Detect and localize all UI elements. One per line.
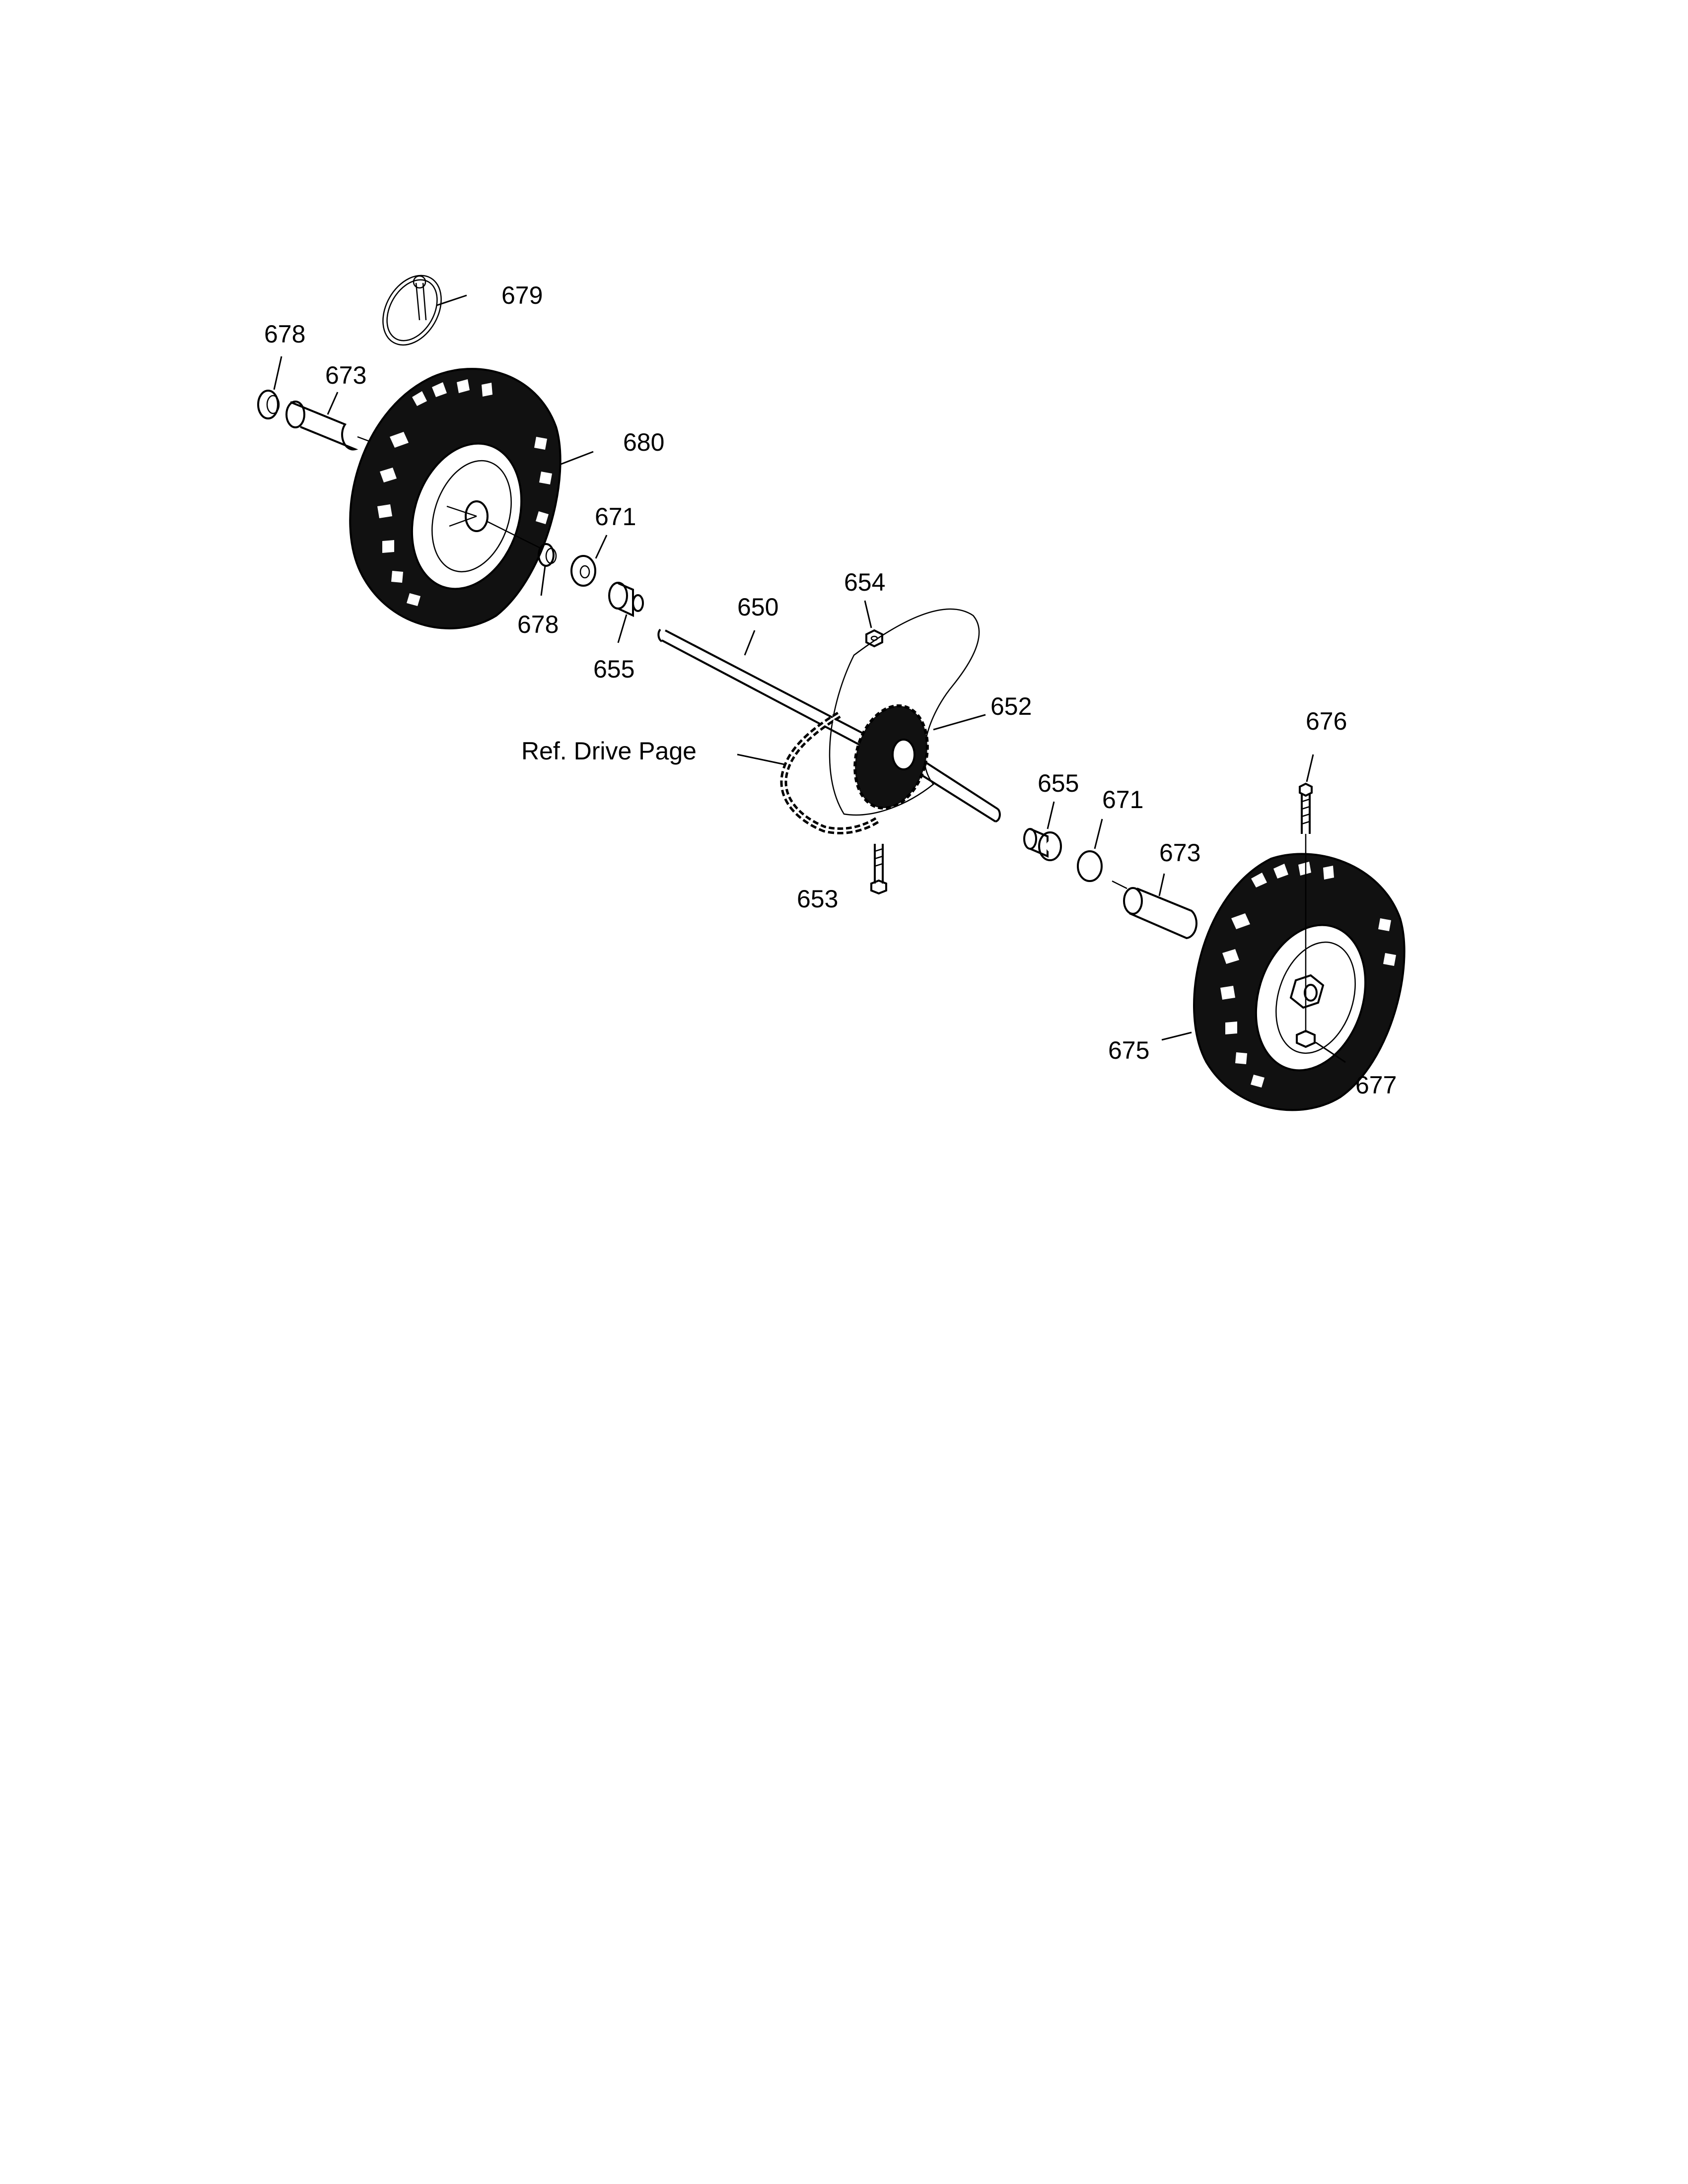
part-676-bolt (1299, 782, 1313, 1032)
callout-labels: 679 678 673 680 671 678 655 650 654 652 … (264, 281, 1397, 1099)
part-653-bolt (870, 844, 887, 895)
callout-650: 650 (737, 593, 778, 621)
part-655-bearing-left (608, 582, 644, 617)
callout-655-right: 655 (1038, 769, 1079, 797)
part-671-washer-left (570, 555, 596, 587)
part-652-sprocket (853, 704, 929, 810)
part-654-nut (865, 629, 883, 648)
callout-679: 679 (501, 281, 543, 309)
callout-655-left: 655 (593, 655, 634, 683)
callout-676: 676 (1306, 707, 1347, 735)
part-679-hitch-pin (382, 274, 442, 346)
leader-lines (273, 294, 1346, 1063)
part-671-washer-right (1077, 850, 1103, 882)
part-678-retaining-ring-hub (538, 543, 557, 567)
callout-680: 680 (623, 428, 664, 456)
part-680-left-wheel (349, 368, 562, 629)
part-677-nut (1296, 1029, 1316, 1048)
callout-675: 675 (1108, 1036, 1149, 1064)
callout-678-mid: 678 (517, 611, 559, 638)
callout-ref-drive-page: Ref. Drive Page (521, 737, 697, 765)
callout-652: 652 (990, 692, 1032, 720)
callout-654: 654 (844, 568, 885, 596)
drive-chain (780, 711, 881, 834)
part-655-bearing-right (1023, 828, 1062, 861)
part-673-spacer-right (1112, 880, 1197, 940)
callout-671-right: 671 (1102, 786, 1143, 814)
callout-671-left: 671 (595, 503, 636, 531)
callout-677: 677 (1355, 1071, 1397, 1099)
callout-673-left: 673 (325, 361, 366, 389)
callout-653: 653 (797, 885, 838, 913)
part-675-right-wheel (1193, 853, 1406, 1111)
callout-678-top: 678 (264, 320, 305, 348)
part-678-retaining-ring-left (257, 390, 280, 419)
callout-673-right: 673 (1159, 839, 1200, 867)
part-673-spacer-left (285, 401, 378, 451)
